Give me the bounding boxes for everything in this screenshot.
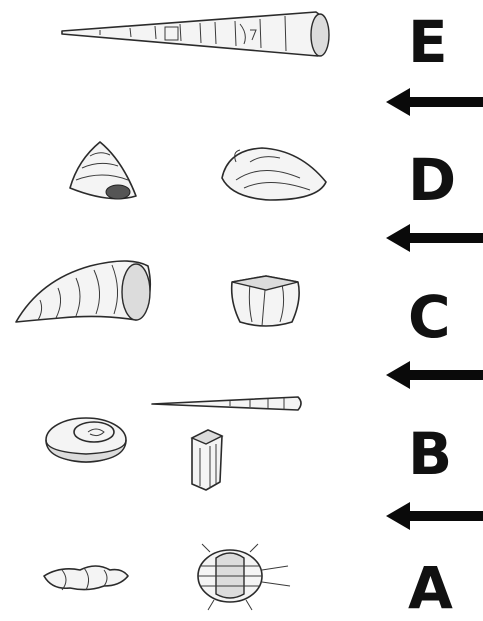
boundary-arrow-2 xyxy=(386,224,483,252)
trilobite-fossil xyxy=(198,544,290,610)
high-spired-snail-shell-fossil xyxy=(44,566,128,590)
layer-label-e: E xyxy=(408,8,448,76)
layer-c: C xyxy=(16,261,451,351)
tapered-cone-shell-fossil xyxy=(62,12,329,56)
horn-coral-fossil xyxy=(16,261,150,322)
spiral-snail-shell-fossil xyxy=(70,142,136,199)
layer-e: E xyxy=(62,8,448,76)
layer-d: D xyxy=(70,142,456,214)
layer-a: A xyxy=(44,544,453,621)
coiled-snail-shell-fossil xyxy=(46,418,126,462)
layer-label-c: C xyxy=(408,283,451,351)
clam-shell-fossil xyxy=(222,148,326,200)
layer-label-d: D xyxy=(408,146,456,214)
boundary-arrow-3 xyxy=(386,361,483,389)
crinoid-stem-segment-fossil xyxy=(192,430,222,490)
layer-b: B xyxy=(46,397,452,490)
slender-cone-shell-fossil xyxy=(152,397,301,410)
layer-label-b: B xyxy=(408,420,452,488)
brachiopod-fossil xyxy=(232,276,299,326)
boundary-arrow-1 xyxy=(386,88,483,116)
layer-label-a: A xyxy=(408,554,453,621)
boundary-arrow-4 xyxy=(386,502,483,530)
